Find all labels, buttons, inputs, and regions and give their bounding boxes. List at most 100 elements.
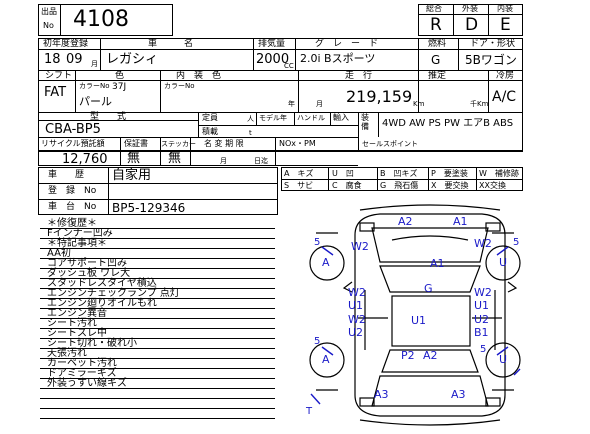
note-rule xyxy=(40,228,275,229)
first-reg-month: 09 xyxy=(66,52,83,67)
sticker-value: 無 xyxy=(168,151,182,166)
month-unit-2: 月 xyxy=(316,100,323,108)
person-unit: 人 xyxy=(247,115,254,123)
model-year-label: モデル年 xyxy=(259,114,287,122)
dmg-w2-right-a: W2 xyxy=(474,286,492,299)
score-value: R xyxy=(430,15,442,35)
note-rule xyxy=(40,258,275,259)
note-line: カーペット汚れ xyxy=(47,358,117,369)
dmg-a3-right: A3 xyxy=(451,388,466,401)
history-box xyxy=(38,167,278,215)
info-table xyxy=(38,38,523,151)
note-rule xyxy=(40,378,275,379)
dmg-u2-left: U2 xyxy=(348,326,364,339)
color-no-label: カラーNo xyxy=(79,82,110,90)
legend-c: C 腐食 xyxy=(332,181,362,190)
month-unit: 月 xyxy=(91,60,98,68)
dmg-a2-top: A2 xyxy=(398,215,413,228)
model-value: CBA-BP5 xyxy=(45,122,101,137)
note-rule xyxy=(40,238,275,239)
thousand-km-unit: 千Km xyxy=(470,100,489,108)
shift-value: FAT xyxy=(44,85,67,100)
legend-w: W 補修跡 xyxy=(479,169,519,178)
note-rule xyxy=(40,358,275,359)
dmg-w2-left-b: W2 xyxy=(348,313,366,326)
day-unit: 日迄 xyxy=(254,157,268,165)
note-rule xyxy=(40,408,275,409)
sticker-label: ステッカー xyxy=(161,140,196,148)
note-rule xyxy=(40,318,275,319)
note-rule xyxy=(40,288,275,289)
note-line: 外装うすい線キズ xyxy=(47,378,127,389)
warranty-label: 保証書 xyxy=(124,139,148,148)
equipment-label: 装備 xyxy=(361,113,369,131)
dmg-a1-top: A1 xyxy=(453,215,468,228)
lot-number: 4108 xyxy=(73,7,129,32)
dmg-a2-rear: A2 xyxy=(423,349,438,362)
legend-s: S サビ xyxy=(284,181,314,190)
note-rule xyxy=(40,278,275,279)
history-label: 車 歴 xyxy=(48,170,85,180)
note-line: ドアミラーキズ xyxy=(47,368,117,379)
estimate-label: 推定 xyxy=(428,71,447,81)
ac-value: A/C xyxy=(492,89,517,105)
dmg-u-right-rear: U xyxy=(499,353,508,366)
interior-label: 内装 xyxy=(497,4,513,13)
mileage-label: 走 行 xyxy=(345,71,373,81)
legend-xx: XX交換 xyxy=(479,181,506,190)
note-rule xyxy=(40,308,275,309)
name-change-label: 名 変 期 限 xyxy=(204,139,244,148)
grade-box xyxy=(418,4,523,36)
score-label: 総合 xyxy=(426,4,442,13)
note-line: Fインナー凹み xyxy=(47,228,113,239)
cc-unit: CC xyxy=(284,62,294,70)
dmg-5-right-bot: 5 xyxy=(480,344,487,355)
history-value: 自家用 xyxy=(112,168,152,183)
first-reg-year: 18 xyxy=(44,52,61,67)
note-rule xyxy=(40,248,275,249)
dmg-u1-right-a: U1 xyxy=(474,299,490,312)
note-rule xyxy=(40,368,275,369)
dmg-g-mid: G xyxy=(424,282,433,295)
grade-label: グ レ ー ド xyxy=(315,39,379,49)
note-line: シート汚れ xyxy=(47,318,97,329)
dmg-w2-left-top: W2 xyxy=(351,240,369,253)
note-line: エンジン廻りオイルもれ xyxy=(47,298,157,309)
door-shape-value: 5Bワゴン xyxy=(465,53,517,67)
dmg-p2: P2 xyxy=(401,349,415,362)
note-rule xyxy=(40,398,275,399)
note-line: エンジンチェックランプ 点灯 xyxy=(47,288,180,299)
legend-p: P 要塗装 xyxy=(431,169,468,178)
year-unit: 年 xyxy=(288,100,295,108)
dmg-5-left-bot: 5 xyxy=(314,336,321,347)
day-month-unit: 月 xyxy=(220,157,227,165)
dmg-u1-roof: U1 xyxy=(411,314,427,327)
legend-x: X 要交換 xyxy=(431,181,469,190)
note-line: 天張汚れ xyxy=(47,348,87,359)
recycle-amount: 12,760 xyxy=(62,152,108,167)
ton-unit: t xyxy=(249,129,252,137)
capacity-label: 定員 xyxy=(202,113,218,122)
interior-color-label: 内 装 色 xyxy=(176,71,222,81)
km-unit: Km xyxy=(413,100,425,108)
color-value: パール xyxy=(79,95,112,108)
displacement-label: 排気量 xyxy=(258,39,286,49)
note-rule xyxy=(40,388,275,389)
note-line: エンジン異音 xyxy=(47,308,107,319)
warranty-value: 無 xyxy=(127,151,141,166)
note-rule xyxy=(40,328,275,329)
note-line: ダッシュ板 ワレ大 xyxy=(47,268,131,279)
interior-color-no-label: カラーNo xyxy=(164,82,195,90)
import-label: 輸入 xyxy=(333,113,349,122)
door-shape-label: ドア・形状 xyxy=(470,39,516,49)
car-name-label: 車 名 xyxy=(148,39,194,49)
dmg-a1-hood: A1 xyxy=(430,257,445,270)
note-rule xyxy=(40,268,275,269)
mileage-value: 219,159 xyxy=(346,87,413,106)
note-rule xyxy=(40,418,275,419)
chassis-no-label: 車 台 No xyxy=(48,202,97,212)
displacement: 2000 xyxy=(256,52,290,67)
lot-label-2: No xyxy=(43,21,54,30)
note-line: スタッドレスタイヤ積込 xyxy=(47,278,157,289)
